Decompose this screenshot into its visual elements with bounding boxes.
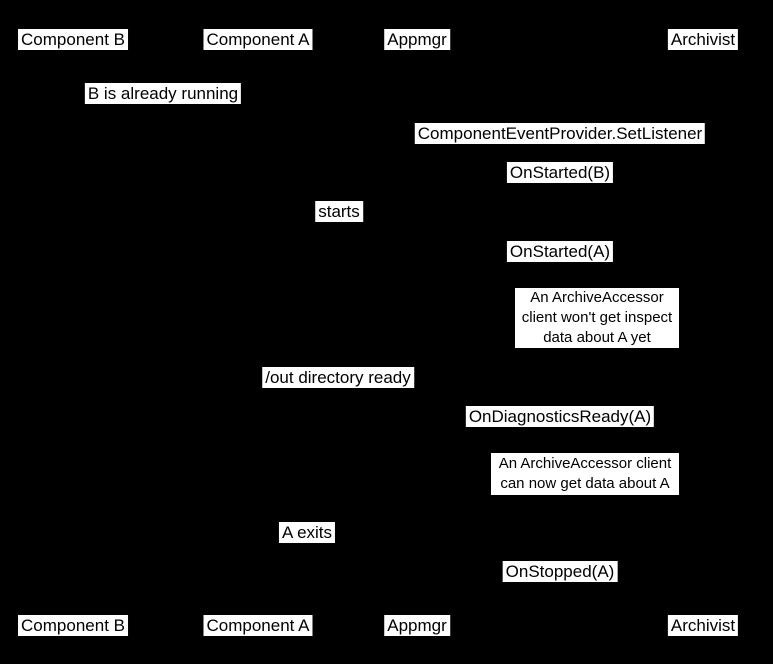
note-line: An ArchiveAccessor client: [498, 455, 672, 472]
message-label-onstopped-a: OnStopped(A): [502, 561, 618, 582]
note-line: client won't get inspect: [521, 309, 673, 326]
message-label-out-directory-ready: /out directory ready: [262, 367, 414, 388]
participant-top-archivist: Archivist: [667, 29, 739, 50]
note-archiveaccessor-can-now-get-data: An ArchiveAccessor client can now get da…: [491, 453, 679, 495]
participant-bottom-appmgr: Appmgr: [384, 615, 450, 636]
note-line: can now get data about A: [500, 475, 670, 492]
participant-top-component-b: Component B: [18, 29, 128, 50]
participant-bottom-archivist: Archivist: [667, 615, 739, 636]
participant-bottom-component-b: Component B: [18, 615, 128, 636]
message-label-onstarted-b: OnStarted(B): [506, 162, 614, 183]
message-label-componenteventprovider-setlistener: ComponentEventProvider.SetListener: [414, 123, 706, 144]
note-line: data about A yet: [543, 329, 651, 346]
note-line: An ArchiveAccessor: [530, 289, 664, 306]
message-label-starts: starts: [315, 201, 363, 222]
participant-top-appmgr: Appmgr: [384, 29, 450, 50]
message-label-a-exits: A exits: [278, 522, 336, 543]
note-archiveaccessor-wont-get-inspect-data: An ArchiveAccessor client won't get insp…: [515, 288, 679, 348]
message-label-b-is-already-running: B is already running: [84, 83, 242, 104]
participant-bottom-component-a: Component A: [203, 615, 313, 636]
participant-top-component-a: Component A: [203, 29, 313, 50]
message-label-onstarted-a: OnStarted(A): [506, 241, 614, 262]
message-label-ondiagnosticsready-a: OnDiagnosticsReady(A): [465, 406, 655, 427]
